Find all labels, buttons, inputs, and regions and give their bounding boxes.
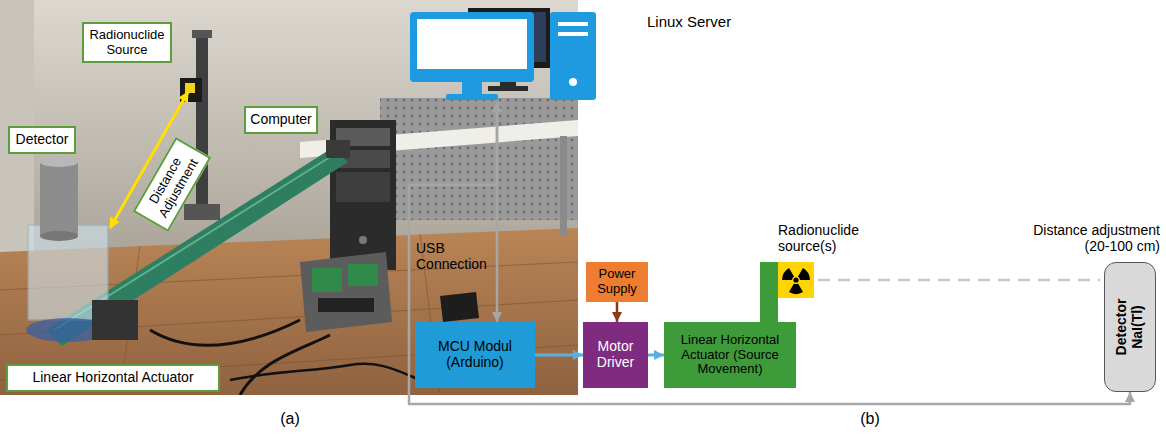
distance-line (818, 279, 1100, 282)
node-text: Linear Horizontal Actuator (32, 370, 193, 386)
callout-box: Detector (8, 126, 76, 154)
connector (535, 354, 583, 357)
callout-box: Computer (244, 106, 318, 134)
source-label: Radionuclide source(s) (778, 222, 870, 254)
connection-label: USB Connection (416, 240, 496, 272)
server-icon (410, 12, 596, 102)
node-text: Distance Adjustment (141, 145, 203, 224)
mcu-box: MCU Modul (Arduino) (415, 322, 535, 388)
power-supply-box: Power Supply (586, 262, 648, 302)
source-holder (760, 262, 778, 322)
panel-label: (b) (850, 410, 890, 428)
node-text: Radionuclide Source (88, 28, 166, 57)
panel-label: (a) (270, 410, 310, 428)
node-text: Computer (250, 112, 311, 128)
callout-box: Linear Horizontal Actuator (6, 364, 220, 392)
connector (616, 302, 619, 322)
node-text: Detector NaI(Tl) (1114, 289, 1145, 365)
node-text: Power Supply (589, 267, 645, 296)
node-text: Detector (16, 132, 69, 148)
server-node: Linux Server (410, 12, 740, 102)
node-text: Motor Driver (587, 339, 644, 370)
connector (648, 354, 664, 357)
callout-box: Radionuclide Source (82, 22, 172, 63)
node-text: MCU Modul (Arduino) (420, 339, 530, 370)
node-text: Linear Horizontal Actuator (Source Movem… (669, 333, 791, 377)
connector (409, 102, 1130, 404)
actuator-box: Linear Horizontal Actuator (Source Movem… (664, 322, 796, 388)
radiation-symbol (778, 262, 814, 298)
node-text: Linux Server (647, 14, 731, 31)
motor-driver-box: Motor Driver (583, 322, 648, 388)
detector-box: Detector NaI(Tl) (1104, 262, 1156, 392)
distance-label: Distance adjustment (20-100 cm) (1020, 222, 1160, 254)
callout-box: Distance Adjustment (133, 137, 212, 232)
lab-photo (0, 0, 578, 395)
